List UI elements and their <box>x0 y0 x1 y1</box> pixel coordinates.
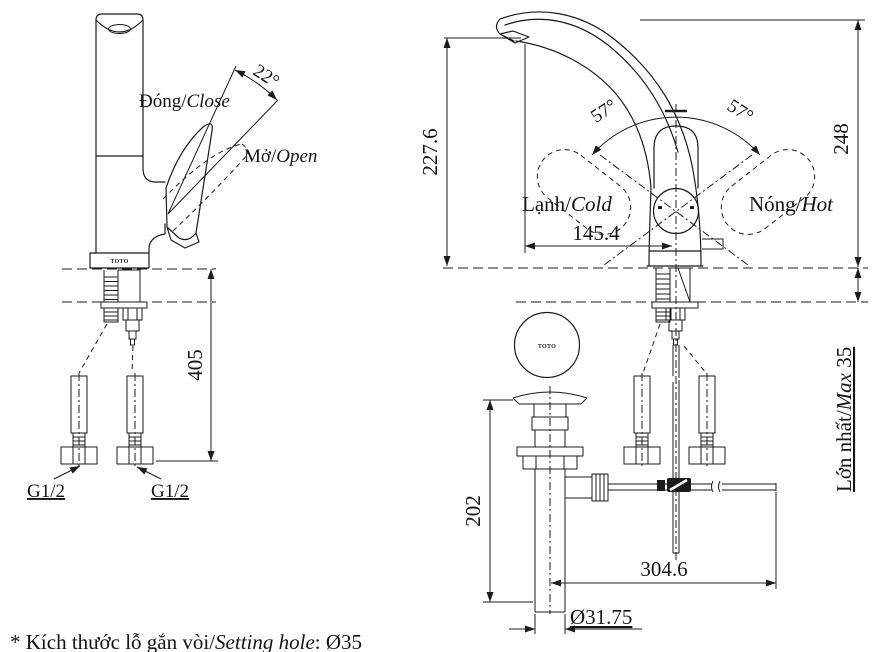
dim-height-below-counter: 405 <box>156 269 218 462</box>
mounting-hardware-left <box>100 269 148 346</box>
dim-value-drain-diameter: Ø31.75 <box>570 605 632 629</box>
popup-rod <box>672 345 680 554</box>
dim-spout-reach: 145.4 <box>524 44 672 253</box>
dim-total-height: 248 <box>640 19 865 267</box>
dim-value-total-height: 248 <box>829 123 853 155</box>
thread-left-value: G1/2 <box>27 481 65 502</box>
thread-right-value: G1/2 <box>151 481 189 502</box>
thread-right-leader <box>136 466 162 480</box>
rod-clamp <box>657 478 691 492</box>
label-open-vi: Mở/ <box>244 146 277 167</box>
label-cold-en: Cold <box>571 192 612 216</box>
footnote: * Kích thước lỗ gắn vòi/Setting hole: Ø3… <box>10 630 362 652</box>
swing-left-value: 57° <box>587 95 621 127</box>
swing-right-value: 57° <box>723 95 757 127</box>
max35-value: 35 <box>832 347 856 373</box>
drain-assembly <box>512 391 609 613</box>
ext-drain-diameter <box>534 614 566 634</box>
hose-leaders-right <box>642 323 707 374</box>
label-close-vi: Đóng/ <box>139 91 187 112</box>
label-hot: Nóng/Hot <box>749 192 834 216</box>
supply-hoses-right <box>623 375 726 465</box>
handle-swing-left-ghost <box>536 149 632 235</box>
horizontal-rod <box>608 480 777 493</box>
hose-centerlines-right <box>641 373 708 466</box>
supply-hoses-left <box>60 375 154 465</box>
aerator-outlet <box>108 24 131 34</box>
handle-open-outline <box>162 143 249 232</box>
ghost-capsule-right <box>720 149 816 235</box>
swing-arc <box>591 116 761 156</box>
dim-value-max35: Lớn nhất/Max 35 <box>832 347 856 492</box>
handle-closed-outline <box>165 123 213 249</box>
label-cold-vi: Lạnh/ <box>522 192 571 216</box>
footnote-vi: * Kích thước lỗ gắn vòi/ <box>10 630 215 652</box>
label-close: Đóng/Close <box>139 91 230 112</box>
right-view-front: 57° 57° Lạnh/Cold Nóng/Hot 145.4 227.6 2… <box>418 11 868 634</box>
knob-dot-left <box>658 206 662 209</box>
spout-outline <box>495 11 702 267</box>
dim-handle-swing: 57° 57° <box>587 95 761 156</box>
footnote-en: Setting hole <box>215 630 315 652</box>
angle-arc <box>234 69 278 101</box>
thread-left-leader <box>53 465 81 480</box>
handle-swing-right-ghost <box>720 149 816 235</box>
dim-value-spout-height: 227.6 <box>418 128 442 175</box>
label-hot-en: Hot <box>801 192 835 216</box>
label-hot-vi: Nóng/ <box>749 192 802 216</box>
angle-lines <box>167 65 279 215</box>
dim-value-rod-reach: 304.6 <box>640 557 687 581</box>
label-open-en: Open <box>276 146 317 167</box>
body-edges <box>646 187 704 267</box>
dim-value-reach: 145.4 <box>572 221 620 245</box>
angle-value: 22° <box>249 60 283 92</box>
dim-rod-reach: 304.6 <box>551 492 777 589</box>
footnote-value: : Ø35 <box>315 630 362 652</box>
ghost-capsule-left <box>536 149 632 235</box>
knob-dot-right <box>690 206 694 209</box>
drain-stopper-top <box>513 311 581 379</box>
max35-en: Max <box>832 372 856 411</box>
faucet-body-outline <box>89 13 166 269</box>
max35-vi: Lớn nhất/ <box>832 410 856 492</box>
dim-counter-max: Lớn nhất/Max 35 <box>832 268 862 492</box>
brand-logo-left: TOTO <box>110 259 128 265</box>
dim-spout-height: 227.6 <box>418 37 521 266</box>
thread-label-right: G1/2 <box>136 466 189 502</box>
label-open: Mở/Open <box>244 146 317 167</box>
dim-handle-angle: 22° <box>167 60 283 215</box>
dim-value-drain-height: 202 <box>461 495 485 527</box>
counter-lines-left <box>62 268 216 303</box>
dim-drain-diameter: Ø31.75 <box>509 605 642 634</box>
swing-axes <box>599 154 753 266</box>
label-cold: Lạnh/Cold <box>522 192 612 216</box>
label-close-en: Close <box>187 91 230 112</box>
dim-value-405: 405 <box>183 349 207 381</box>
thread-label-left: G1/2 <box>27 465 81 502</box>
brand-logo-drain: TOTO <box>538 344 556 350</box>
left-view-side: TOTO 22° Đóng/Close Mở/Open 405 G <box>27 13 317 502</box>
hose-leaders-left <box>78 323 134 374</box>
dim-drain-height: 202 <box>461 399 533 603</box>
clamp-screw-slot <box>669 478 688 492</box>
mounting-hardware-right <box>651 267 699 346</box>
clamp-block <box>657 480 665 491</box>
